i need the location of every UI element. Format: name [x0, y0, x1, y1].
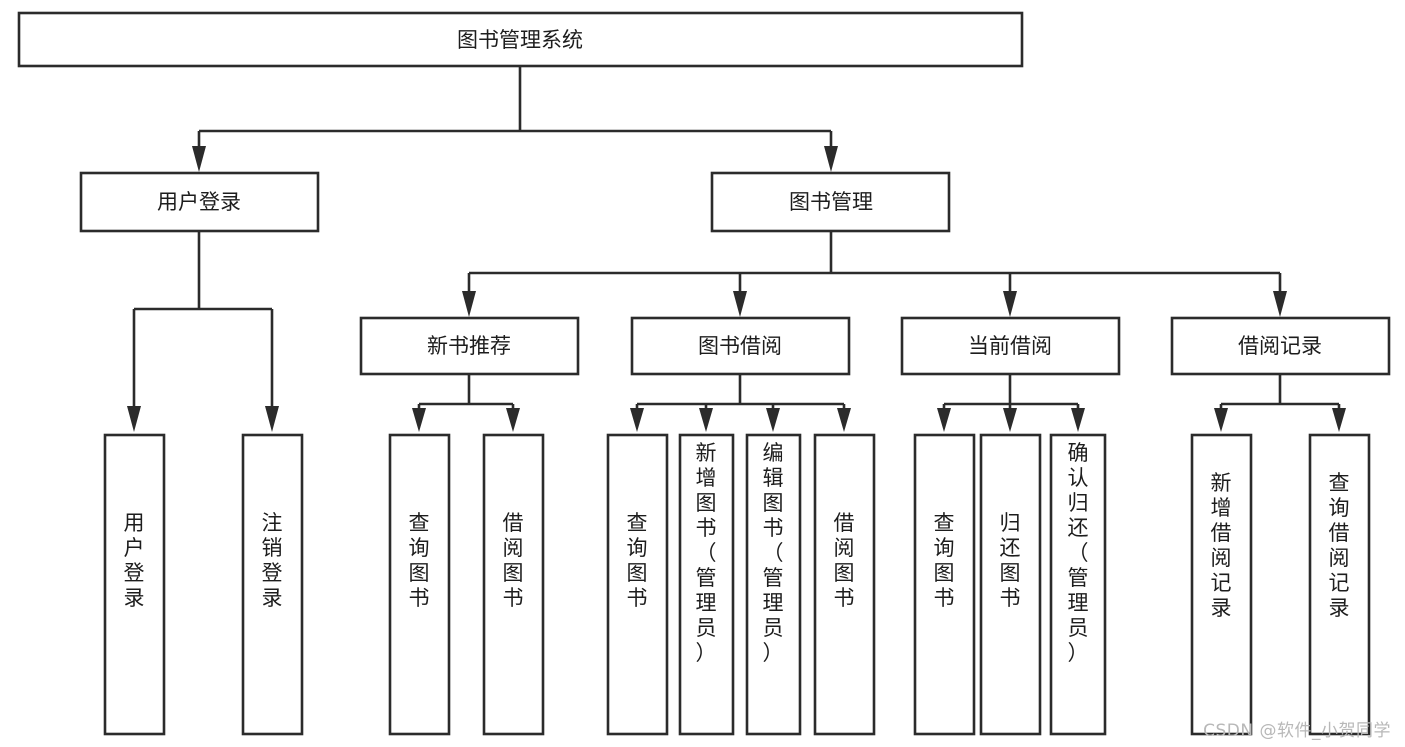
connector-group-root: [192, 66, 838, 172]
node-leaf-query-record[interactable]: 查询借阅记录: [1308, 433, 1371, 736]
node-leaf-query-book-2[interactable]: 查询图书: [606, 433, 669, 736]
node-leaf-logout-login-box[interactable]: [241, 433, 304, 736]
node-leaf-return-book[interactable]: 归还图书: [979, 433, 1042, 736]
connector-group-new-book-recommend: [412, 374, 520, 432]
node-leaf-query-book-2-box[interactable]: [606, 433, 669, 736]
node-user-login-box[interactable]: [79, 171, 320, 233]
node-leaf-add-record[interactable]: 新增借阅记录: [1190, 433, 1253, 736]
connector-group-current-borrow: [937, 374, 1085, 432]
arrow-head-leaf-borrow-book-1: [506, 408, 520, 432]
node-leaf-user-login[interactable]: 用户登录: [103, 433, 166, 736]
node-leaf-add-book-label: 新增图书（管理员）: [696, 441, 717, 665]
node-leaf-add-record-label: 新增借阅记录: [1211, 471, 1232, 620]
node-borrow-record-box[interactable]: [1170, 316, 1391, 376]
connector-group-book-management: [462, 231, 1287, 317]
node-leaf-add-record-box[interactable]: [1190, 433, 1253, 736]
node-new-book-recommend[interactable]: 新书推荐: [359, 316, 580, 376]
node-book-borrow-label: 图书借阅: [698, 334, 782, 358]
node-leaf-query-book-2-label: 查询图书: [627, 511, 648, 610]
node-new-book-recommend-label: 新书推荐: [427, 334, 511, 358]
connector-group-book-borrow: [630, 374, 851, 432]
node-book-borrow[interactable]: 图书借阅: [630, 316, 851, 376]
arrow-head-new-book-recommend: [462, 291, 476, 317]
arrow-head-book-borrow: [733, 291, 747, 317]
arrow-head-user-login: [192, 146, 206, 172]
arrow-head-leaf-query-book-3: [937, 408, 951, 432]
arrow-head-leaf-query-record: [1332, 408, 1346, 432]
node-book-management-box[interactable]: [710, 171, 951, 233]
node-leaf-add-book[interactable]: 新增图书（管理员）: [678, 433, 735, 736]
node-leaf-borrow-book-1-box[interactable]: [482, 433, 545, 736]
node-leaf-borrow-book-1-label: 借阅图书: [503, 511, 524, 610]
node-root-box[interactable]: [17, 11, 1024, 68]
node-leaf-borrow-book-2[interactable]: 借阅图书: [813, 433, 876, 736]
node-book-management[interactable]: 图书管理: [710, 171, 951, 233]
node-leaf-query-record-box[interactable]: [1308, 433, 1371, 736]
node-leaf-logout-login[interactable]: 注销登录: [241, 433, 304, 736]
node-user-login-label: 用户登录: [157, 190, 241, 214]
node-book-borrow-box[interactable]: [630, 316, 851, 376]
arrow-head-current-borrow: [1003, 291, 1017, 317]
connector-group-user-login: [127, 231, 279, 432]
node-borrow-record-label: 借阅记录: [1238, 334, 1322, 358]
node-root-book-management-system[interactable]: 图书管理系统: [17, 11, 1024, 68]
node-borrow-record[interactable]: 借阅记录: [1170, 316, 1391, 376]
node-leaf-return-book-label: 归还图书: [1000, 511, 1021, 610]
node-leaf-borrow-book-2-box[interactable]: [813, 433, 876, 736]
node-leaf-confirm-return[interactable]: 确认归还（管理员）: [1049, 433, 1107, 736]
arrow-head-leaf-user-login: [127, 406, 141, 432]
node-leaf-query-book-1[interactable]: 查询图书: [388, 433, 451, 736]
arrow-head-leaf-query-book-2: [630, 408, 644, 432]
node-leaf-edit-book-label: 编辑图书（管理员）: [763, 441, 784, 665]
arrow-head-leaf-borrow-book-2: [837, 408, 851, 432]
node-current-borrow-label: 当前借阅: [968, 334, 1052, 358]
node-user-login[interactable]: 用户登录: [79, 171, 320, 233]
node-leaf-confirm-return-label: 确认归还（管理员）: [1068, 441, 1089, 665]
node-leaf-edit-book-box[interactable]: [745, 433, 802, 736]
node-new-book-recommend-box[interactable]: [359, 316, 580, 376]
watermark: CSDN @软件_小贺同学: [1203, 721, 1391, 741]
node-leaf-query-book-3[interactable]: 查询图书: [913, 433, 976, 736]
arrow-head-leaf-logout-login: [265, 406, 279, 432]
node-book-management-label: 图书管理: [789, 190, 873, 214]
arrow-head-leaf-return-book: [1003, 408, 1017, 432]
node-leaf-edit-book[interactable]: 编辑图书（管理员）: [745, 433, 802, 736]
node-current-borrow-box[interactable]: [900, 316, 1121, 376]
arrow-head-borrow-record: [1273, 291, 1287, 317]
node-leaf-user-login-box[interactable]: [103, 433, 166, 736]
node-leaf-query-book-1-label: 查询图书: [409, 511, 430, 610]
node-leaf-borrow-book-1[interactable]: 借阅图书: [482, 433, 545, 736]
node-leaf-add-book-box[interactable]: [678, 433, 735, 736]
arrow-head-book-management: [824, 146, 838, 172]
arrow-head-leaf-add-book: [699, 408, 713, 432]
arrow-head-leaf-query-book-1: [412, 408, 426, 432]
connector-group-borrow-record: [1214, 374, 1346, 432]
node-leaf-query-book-1-box[interactable]: [388, 433, 451, 736]
node-leaf-query-book-3-label: 查询图书: [934, 511, 955, 610]
node-leaf-return-book-box[interactable]: [979, 433, 1042, 736]
node-leaf-query-book-3-box[interactable]: [913, 433, 976, 736]
node-leaf-confirm-return-box[interactable]: [1049, 433, 1107, 736]
node-leaf-logout-login-label: 注销登录: [262, 511, 283, 610]
arrow-head-leaf-add-record: [1214, 408, 1228, 432]
node-leaf-user-login-label: 用户登录: [124, 511, 145, 610]
node-current-borrow[interactable]: 当前借阅: [900, 316, 1121, 376]
node-leaf-query-record-label: 查询借阅记录: [1329, 471, 1350, 620]
arrow-head-leaf-edit-book: [766, 408, 780, 432]
arrow-head-leaf-confirm-return: [1071, 408, 1085, 432]
node-leaf-borrow-book-2-label: 借阅图书: [834, 511, 855, 610]
node-root-label: 图书管理系统: [457, 28, 583, 52]
